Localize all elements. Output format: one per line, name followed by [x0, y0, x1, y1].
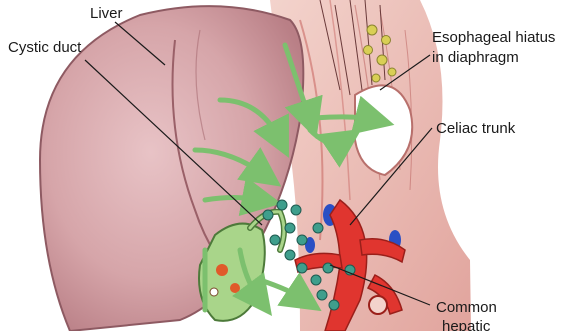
label-celiac-trunk: Celiac trunk: [436, 120, 516, 137]
label-cystic-duct: Cystic duct: [8, 39, 82, 56]
label-common-hepatic-line2: hepatic: [442, 318, 491, 331]
label-liver: Liver: [90, 5, 123, 22]
label-esophageal-hiatus-line2: in diaphragm: [432, 49, 519, 66]
label-common-hepatic-line1: Common: [436, 299, 497, 316]
label-esophageal-hiatus-line1: Esophageal hiatus: [432, 29, 555, 46]
